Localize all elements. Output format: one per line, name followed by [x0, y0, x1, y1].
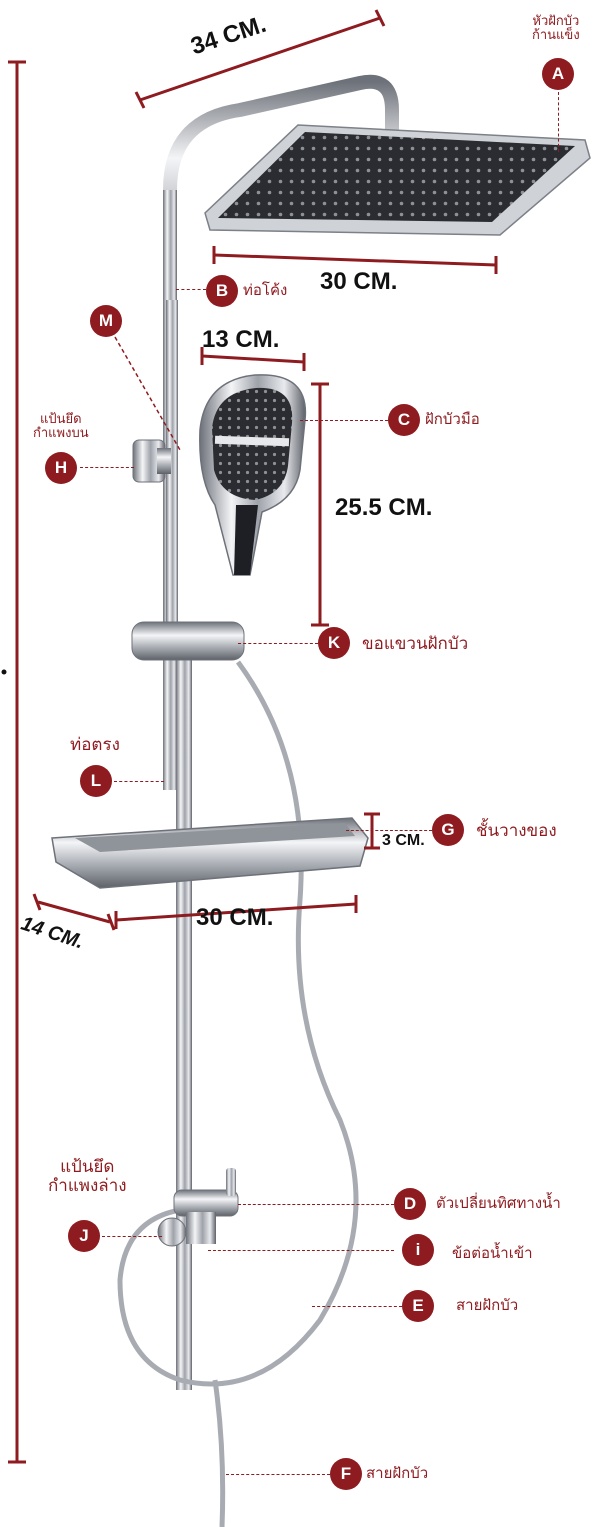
head-dimension-label: 30 CM. — [320, 268, 398, 295]
leader-c — [300, 420, 388, 421]
shower-hose — [117, 660, 359, 1527]
badge-e: E — [402, 1290, 434, 1322]
badge-m: M — [90, 305, 122, 337]
part-label-j: แป้นยึด กำแพงล่าง — [48, 1157, 127, 1195]
slider-holder — [131, 621, 245, 661]
badge-c: C — [388, 404, 420, 436]
part-label-c: ฝักบัวมือ — [425, 411, 480, 428]
hand-width-label: 13 CM. — [202, 326, 280, 353]
arm-dimension-bar — [134, 9, 386, 109]
part-label-h: แป้นยึด กำแพงบน — [33, 411, 89, 441]
badge-g: G — [432, 814, 464, 846]
leader-d — [238, 1204, 394, 1205]
shelf-dimension-bars — [32, 812, 380, 931]
total-height-bar — [1, 60, 26, 1464]
badge-b: B — [206, 275, 238, 307]
leader-m — [114, 336, 181, 451]
badge-f: F — [330, 1458, 362, 1490]
part-label-i: ข้อต่อน้ำเข้า — [452, 1245, 533, 1262]
hand-shower — [199, 374, 307, 576]
badge-i: i — [402, 1234, 434, 1266]
hand-length-bar — [311, 382, 329, 627]
badge-k: K — [318, 627, 350, 659]
part-label-a: หัวฝักบัว ก้านแข็ง — [532, 13, 580, 43]
badge-d: D — [394, 1188, 426, 1220]
part-label-k: ขอแขวนฝักบัว — [362, 634, 469, 653]
leader-g — [346, 830, 432, 831]
part-label-f: สายฝักบัว — [366, 1465, 429, 1482]
leader-h — [80, 467, 134, 468]
leader-j — [102, 1236, 162, 1237]
leader-k — [238, 643, 318, 644]
diverter-valve — [157, 1168, 239, 1247]
part-label-l: ท่อตรง — [70, 735, 120, 754]
upper-wall-bracket — [132, 439, 171, 483]
part-label-g: ชั้นวางของ — [476, 821, 557, 840]
badge-l: L — [80, 765, 112, 797]
shelf — [51, 817, 369, 889]
badge-j: J — [68, 1220, 100, 1252]
leader-a — [558, 92, 559, 152]
leader-f — [226, 1474, 330, 1475]
rain-shower-head — [204, 124, 591, 236]
hand-width-bar — [200, 347, 306, 371]
part-label-b: ท่อโค้ง — [243, 282, 288, 299]
head-dimension-bar — [212, 246, 498, 274]
badge-a: A — [542, 58, 574, 90]
part-label-e: สายฝักบัว — [456, 1297, 519, 1314]
part-label-d: ตัวเปลี่ยนทิศทางน้ำ — [436, 1195, 561, 1212]
shelf-width-label: 30 CM. — [196, 904, 274, 931]
hand-length-label: 25.5 CM. — [335, 494, 433, 521]
leader-i — [208, 1250, 394, 1251]
leader-l — [114, 781, 164, 782]
leader-e — [312, 1306, 402, 1307]
leader-b — [176, 289, 206, 290]
shelf-height-label: 3 CM. — [382, 832, 425, 849]
badge-h: H — [45, 452, 77, 484]
